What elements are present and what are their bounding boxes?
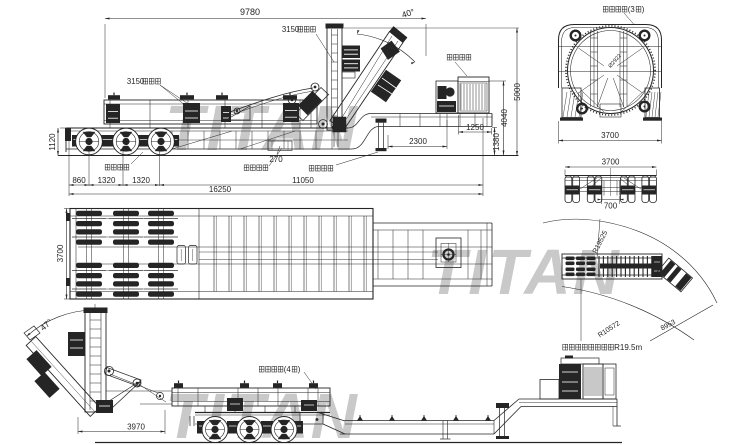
svg-text:1120: 1120: [48, 133, 57, 151]
svg-text:): ): [642, 5, 645, 14]
svg-text:1380: 1380: [492, 133, 501, 151]
svg-text:5000: 5000: [513, 83, 522, 101]
svg-text:): ): [298, 365, 301, 374]
svg-text:(4: (4: [284, 365, 292, 374]
svg-text:9780: 9780: [240, 7, 260, 17]
svg-text:(3: (3: [628, 5, 635, 14]
svg-text:3700: 3700: [601, 131, 619, 140]
svg-text:40°: 40°: [400, 6, 415, 19]
svg-text:3150: 3150: [127, 77, 145, 86]
svg-text:1320: 1320: [98, 176, 116, 185]
svg-text:700: 700: [604, 202, 618, 211]
svg-text:R19.5m: R19.5m: [614, 343, 642, 352]
svg-text:1320: 1320: [132, 176, 150, 185]
svg-text:2300: 2300: [409, 137, 427, 146]
svg-text:860: 860: [72, 176, 86, 185]
svg-text:16250: 16250: [209, 185, 232, 194]
svg-text:4040: 4040: [500, 109, 509, 127]
svg-text:1250: 1250: [466, 123, 484, 132]
svg-text:3700: 3700: [602, 158, 620, 167]
svg-text:TITAN: TITAN: [427, 236, 621, 308]
svg-text:3150: 3150: [282, 25, 300, 34]
svg-text:3700: 3700: [56, 244, 65, 262]
svg-text:11050: 11050: [292, 176, 314, 185]
svg-text:3970: 3970: [127, 423, 145, 432]
svg-text:270: 270: [269, 155, 283, 164]
